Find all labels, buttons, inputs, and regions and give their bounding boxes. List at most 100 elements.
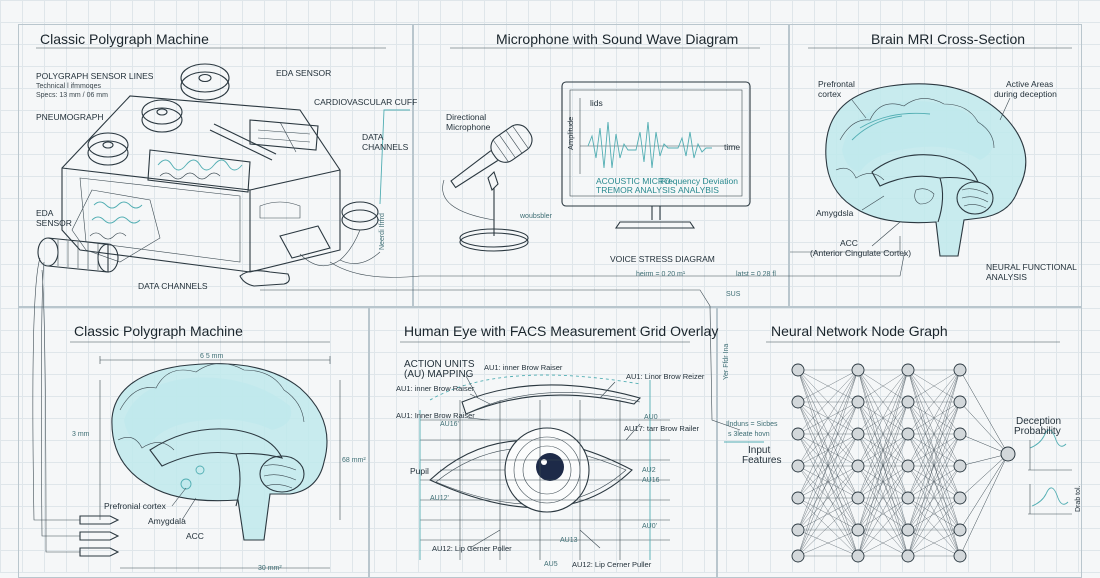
nn-node: [851, 427, 865, 441]
nn-edge: [907, 369, 961, 435]
label-data-channels-2: CHANNELS: [362, 142, 409, 152]
nn-edge: [857, 369, 909, 467]
panel-microphone: [412, 24, 790, 308]
label-tech-line1: Technical l ifmmoqes: [36, 83, 101, 90]
nn-edge: [797, 401, 859, 531]
nn-edge-output: [959, 401, 1009, 455]
nn-edge: [907, 369, 961, 557]
label-amygdala-bottom: Amygdala: [148, 516, 186, 526]
label-input-features-2: Features: [742, 455, 782, 466]
label-action-units-2: (AU) MAPPING: [404, 369, 474, 380]
panel-title-polygraph-bottom: Classic Polygraph Machine: [74, 323, 243, 339]
eye-facs-drawing: [419, 374, 670, 560]
nn-edge: [907, 369, 961, 403]
nn-node: [851, 523, 865, 537]
nn-node: [901, 459, 915, 473]
label-time: time: [724, 142, 741, 152]
label-amygdala-mri: Amygdsla: [816, 208, 854, 218]
label-tag-au12a: AU12': [430, 495, 449, 502]
nn-edge: [857, 497, 909, 557]
panel-title-polygraph-top: Classic Polygraph Machine: [40, 31, 209, 47]
nn-edge: [797, 369, 859, 435]
label-directional-mic-1: Directional: [446, 112, 487, 122]
nn-edge: [857, 369, 909, 557]
nn-edge: [797, 369, 859, 403]
label-tag-au16b: AU16: [642, 477, 660, 484]
label-tag-au2: AU2: [642, 467, 656, 474]
label-au12-left: AU12: Lip Gerner Poller: [432, 544, 512, 553]
nn-node: [953, 395, 967, 409]
label-data-channels-bottom: DATA CHANNELS: [138, 281, 208, 291]
label-note-1: Ilnduns = Sicbes: [726, 421, 778, 428]
nn-node: [953, 491, 967, 505]
nn-edge: [857, 401, 909, 531]
nn-node: [791, 549, 805, 563]
label-neural-functional-2: ANALYSIS: [986, 272, 1027, 282]
label-dim-top: 6 5 mm: [200, 353, 224, 360]
label-vertical-tag-polygraph: Neerdi Ifrfrd: [379, 213, 386, 250]
nn-edge-output: [959, 453, 1009, 467]
microphone-drawing: [442, 81, 751, 252]
label-deception-1: Deception: [1016, 416, 1062, 427]
nn-edge: [797, 465, 859, 557]
label-measure-left: heirm = 0 20 m¹: [636, 271, 686, 278]
label-acoustic-2: TREMOR ANALYSIS: [596, 185, 676, 195]
label-voice-stress: VOICE STRESS DIAGRAM: [610, 254, 715, 264]
label-pupil: Pupil: [410, 466, 429, 476]
nn-edge-output: [959, 433, 1009, 455]
label-tag-au5: AU5: [544, 561, 558, 568]
nn-edge: [857, 465, 909, 557]
nn-edge: [797, 465, 859, 531]
label-note-2: s 3leate hovn: [728, 431, 770, 438]
label-dim-right: 68 mm²: [342, 457, 366, 464]
label-cardiovascular-cuff: CARDIOVASCULAR CUFF: [314, 97, 418, 107]
nn-edge: [797, 529, 859, 557]
nn-node: [851, 549, 865, 563]
nn-node: [901, 491, 915, 505]
nn-edge: [907, 369, 961, 467]
label-dim-bottom: 30 mm²: [258, 565, 282, 572]
panel-title-microphone: Microphone with Sound Wave Diagram: [496, 31, 739, 47]
nn-edge: [907, 401, 961, 557]
nn-edge: [797, 369, 859, 467]
label-input-features-1: Input: [748, 445, 771, 456]
label-eda-left-2: SENSOR: [36, 218, 72, 228]
label-neural-functional-1: NEURAL FUNCTIONAL: [986, 262, 1077, 272]
nn-node: [791, 491, 805, 505]
nn-node: [791, 427, 805, 441]
label-tag-au0b: AU0': [642, 523, 657, 530]
label-dim-left: 3 mm: [72, 431, 90, 438]
label-lids: lids: [590, 98, 603, 108]
label-tag-au13: AU13: [560, 537, 578, 544]
nn-node: [953, 363, 967, 377]
panel-polygraph-top: [18, 24, 414, 308]
nn-edge: [797, 433, 859, 531]
nn-edge-output: [959, 453, 1009, 557]
label-eda-left-1: EDA: [36, 208, 54, 218]
label-prefrontal-2: cortex: [818, 89, 842, 99]
nn-edge: [797, 433, 859, 557]
label-directional-mic-2: Microphone: [446, 122, 491, 132]
nn-edge: [797, 369, 859, 499]
nn-node: [901, 395, 915, 409]
label-prefrontal-1: Prefrontal: [818, 79, 855, 89]
nn-edge: [857, 529, 909, 557]
label-sensor-lines: POLYGRAPH SENSOR LINES: [36, 71, 154, 81]
label-au17-right: AU17: tarr Brow Railer: [624, 424, 700, 433]
label-action-units-1: ACTION UNITS: [404, 359, 475, 370]
nn-edge: [857, 465, 909, 531]
label-amplitude: Amplitude: [566, 116, 575, 150]
nn-edge: [857, 369, 909, 435]
nn-node: [851, 459, 865, 473]
label-eda-sensor-top: EDA SENSOR: [276, 68, 332, 78]
nn-edge: [907, 433, 961, 557]
nn-node: [953, 459, 967, 473]
nn-edge: [907, 497, 961, 557]
nn-edge-output: [959, 453, 1009, 531]
nn-node: [851, 363, 865, 377]
nn-edge: [907, 369, 961, 499]
nn-edge: [857, 433, 909, 557]
nn-edge: [857, 401, 909, 557]
panel-title-brain-mri: Brain MRI Cross-Section: [871, 31, 1026, 47]
label-acc-bottom: ACC: [186, 531, 204, 541]
